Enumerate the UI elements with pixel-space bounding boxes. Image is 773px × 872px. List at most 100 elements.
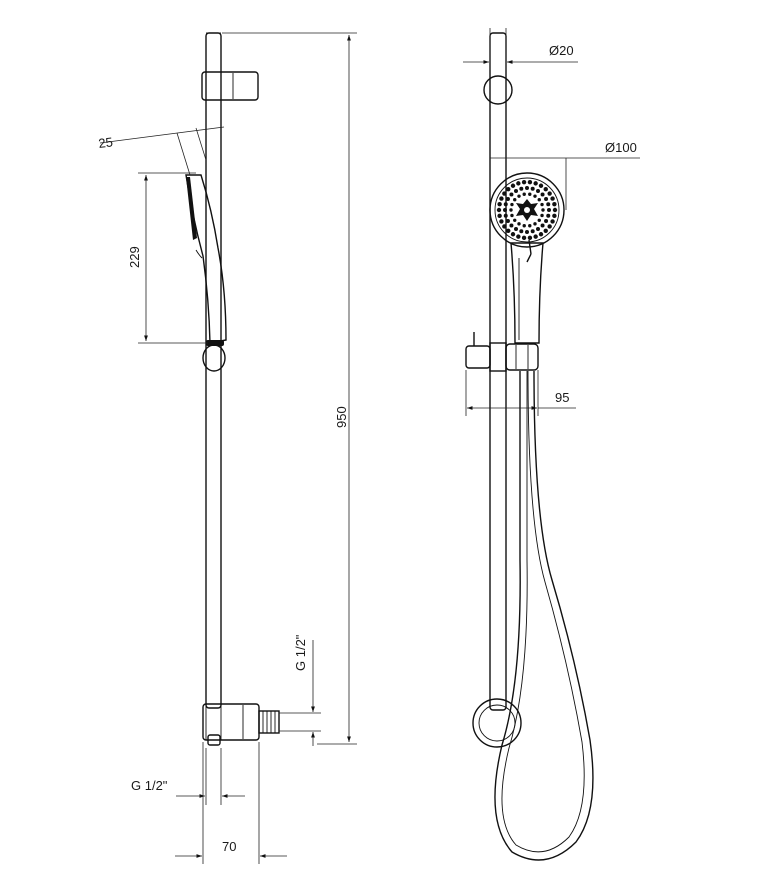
side-top-clamp xyxy=(201,71,259,101)
nozzle-dot xyxy=(541,208,545,212)
dim-outlet-depth-label: 70 xyxy=(222,839,236,854)
nozzle-dot xyxy=(552,213,557,219)
dim-head-diameter-label: Ø100 xyxy=(605,140,637,155)
nozzle-dot xyxy=(538,183,544,188)
nozzle-dot xyxy=(502,191,507,196)
nozzle-dot xyxy=(527,235,533,241)
side-handshower xyxy=(185,174,227,372)
nozzle-dot xyxy=(503,213,508,218)
dim-thread-top: G 1/2" xyxy=(279,634,321,746)
nozzle-dot xyxy=(527,179,533,185)
dim-holder-projection: 95 xyxy=(465,370,576,416)
nozzle-dot xyxy=(517,222,521,226)
dim-rail-diameter: Ø20 xyxy=(463,28,578,70)
dim-holder-projection-label: 95 xyxy=(555,390,569,405)
dim-outlet-depth: 70 xyxy=(175,742,287,864)
nozzle-dot xyxy=(514,188,518,193)
nozzle-dot xyxy=(530,186,535,191)
front-view: Ø20 Ø100 95 xyxy=(463,28,640,861)
dim-rail-diameter-label: Ø20 xyxy=(549,43,574,58)
dim-thread-bottom-label: G 1/2" xyxy=(131,778,168,793)
nozzle-dot xyxy=(506,186,511,192)
dim-handshower-length: 229 xyxy=(127,172,208,344)
dim-handshower-length-label: 229 xyxy=(127,246,142,268)
nozzle-dot xyxy=(538,232,544,237)
nozzle-dot xyxy=(540,192,545,197)
nozzle-dot xyxy=(550,196,555,201)
nozzle-dot xyxy=(544,197,549,201)
dim-angle: 25 xyxy=(98,126,225,176)
nozzle-dot xyxy=(509,192,514,197)
nozzle-dot xyxy=(533,181,538,186)
nozzle-dot xyxy=(516,234,521,239)
nozzle-dot xyxy=(510,232,516,237)
nozzle-dot xyxy=(552,201,557,207)
nozzle-dot xyxy=(505,219,510,223)
side-rail xyxy=(205,32,222,709)
nozzle-dot xyxy=(552,207,558,213)
nozzle-dot xyxy=(546,213,551,218)
side-view: 25 229 950 G 1/2" xyxy=(98,32,357,864)
front-top-bracket xyxy=(483,75,513,105)
nozzle-dot xyxy=(497,201,502,207)
front-hose xyxy=(494,370,594,861)
nozzle-dot xyxy=(517,194,521,198)
nozzle-dot xyxy=(544,219,549,223)
nozzle-dot xyxy=(497,213,502,219)
side-wall-outlet xyxy=(202,703,280,746)
nozzle-dot xyxy=(505,197,510,201)
nozzle-dot xyxy=(530,229,535,234)
dim-thread-bottom: G 1/2" xyxy=(131,748,245,805)
nozzle-dot xyxy=(521,235,527,241)
dim-angle-label: 25 xyxy=(98,134,114,151)
nozzle-dot xyxy=(536,188,540,193)
nozzle-dot xyxy=(514,227,518,232)
head-nozzles xyxy=(496,179,558,241)
dim-rail-height: 950 xyxy=(222,32,357,745)
nozzle-dot xyxy=(506,228,511,234)
nozzle-dot xyxy=(499,196,504,201)
nozzle-dot xyxy=(510,183,516,188)
nozzle-dot xyxy=(543,186,548,192)
nozzle-dot xyxy=(540,202,544,207)
nozzle-dot xyxy=(525,186,529,190)
dim-thread-top-label: G 1/2" xyxy=(293,634,308,671)
nozzle-dot xyxy=(522,224,526,228)
front-shower-head xyxy=(489,172,565,248)
nozzle-dot xyxy=(543,228,548,234)
dim-rail-height-label: 950 xyxy=(334,406,349,428)
front-slider-holder xyxy=(465,332,539,372)
nozzle-dot xyxy=(533,234,538,239)
nozzle-dot xyxy=(519,186,524,191)
dim-head-diameter: Ø100 xyxy=(490,140,640,210)
nozzle-dot xyxy=(525,230,529,234)
nozzle-dot xyxy=(513,198,517,202)
nozzle-dot xyxy=(550,219,555,224)
nozzle-dot xyxy=(533,222,537,226)
nozzle-dot xyxy=(521,179,527,185)
nozzle-dot xyxy=(502,224,507,229)
nozzle-dot xyxy=(547,224,552,229)
nozzle-dot xyxy=(499,219,504,224)
nozzle-dot xyxy=(509,208,513,212)
nozzle-dot xyxy=(540,213,544,218)
nozzle-dot xyxy=(513,218,517,222)
nozzle-dot xyxy=(510,202,514,207)
nozzle-dot xyxy=(540,223,545,228)
nozzle-dot xyxy=(509,223,514,228)
nozzle-dot xyxy=(547,208,551,212)
nozzle-dot xyxy=(510,213,514,218)
nozzle-dot xyxy=(528,224,532,228)
nozzle-dot xyxy=(533,194,537,198)
nozzle-dot xyxy=(547,191,552,196)
nozzle-dot xyxy=(516,181,521,186)
nozzle-dot xyxy=(536,227,540,232)
nozzle-dot xyxy=(496,207,502,213)
nozzle-dot xyxy=(537,218,541,222)
nozzle-dot xyxy=(528,192,532,196)
nozzle-dot xyxy=(519,229,524,234)
front-handle xyxy=(510,239,544,344)
nozzle-dot xyxy=(503,202,508,207)
nozzle-dot xyxy=(503,208,507,212)
